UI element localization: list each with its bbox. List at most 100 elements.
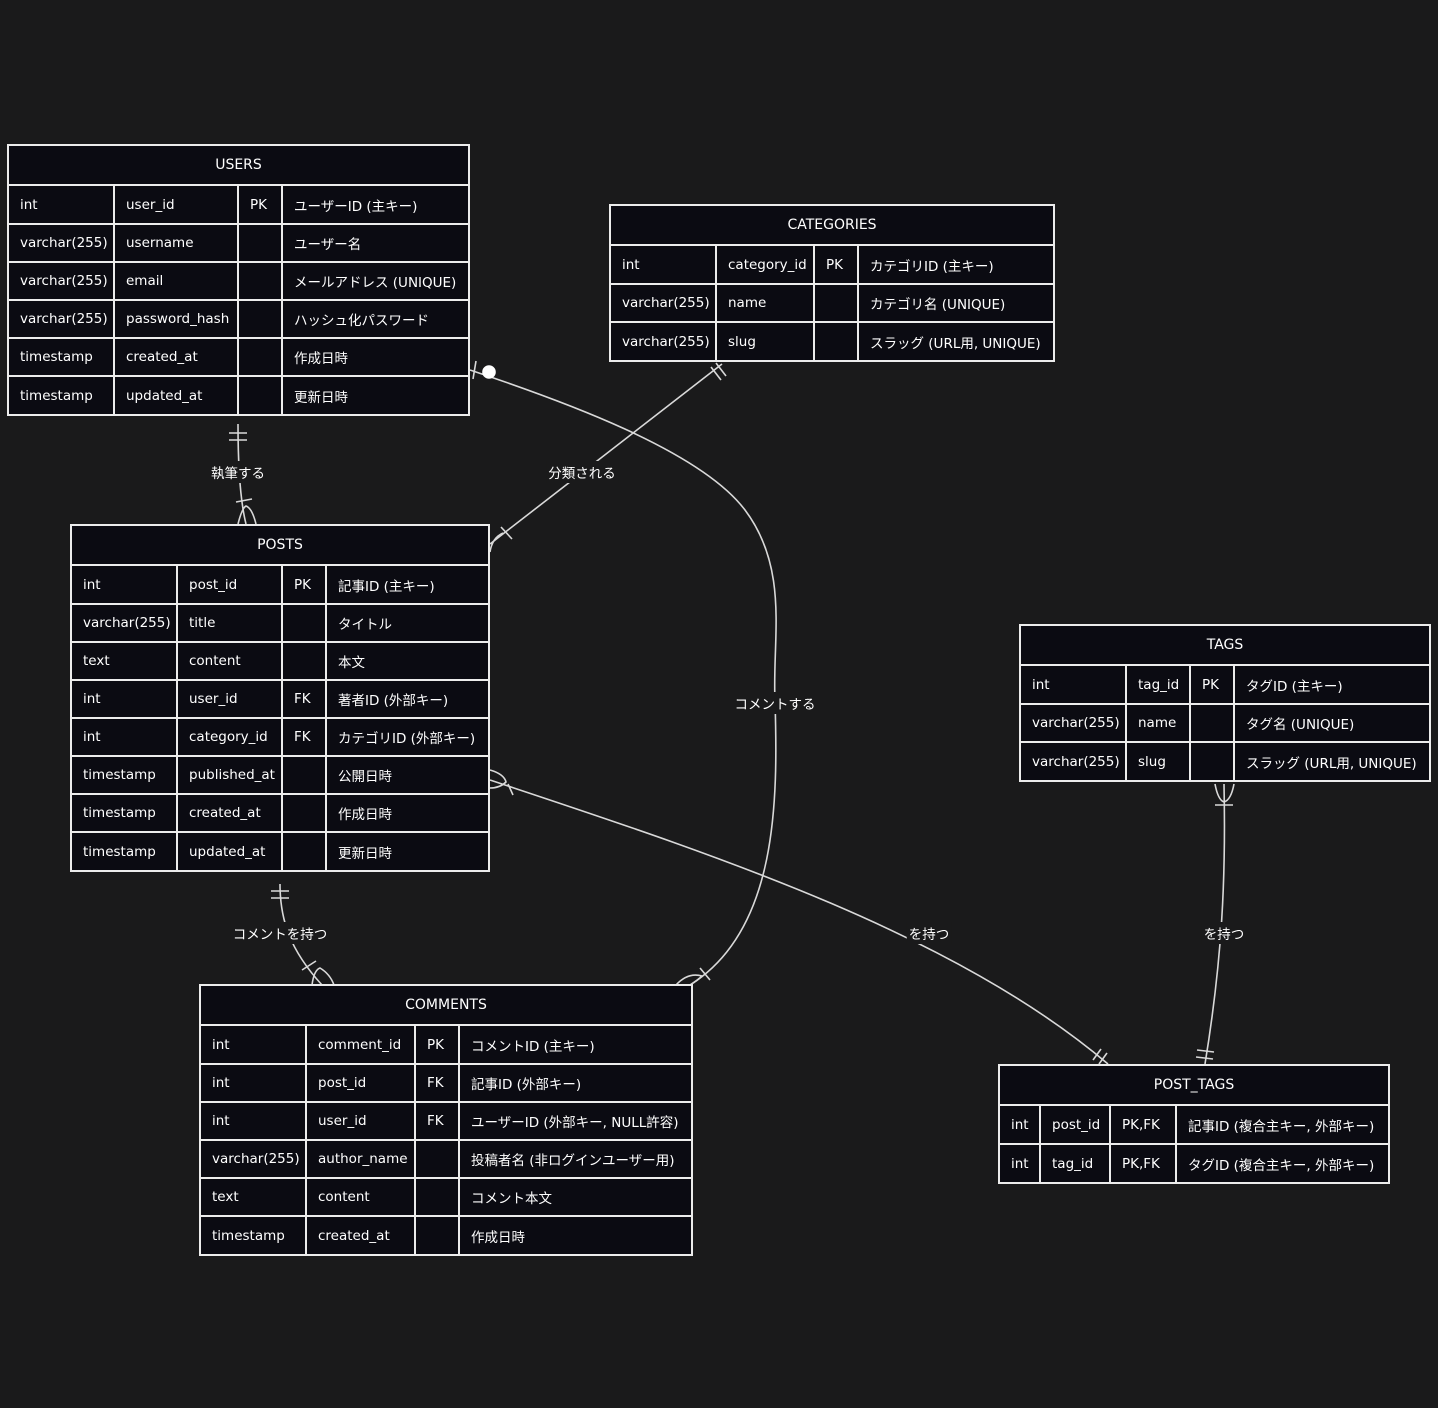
attr-type: int [1021, 666, 1127, 705]
attr-comment: コメントID (主キー) [459, 1026, 691, 1065]
attr-type: timestamp [72, 794, 178, 833]
attr-key [814, 284, 859, 323]
attr-type: int [201, 1102, 307, 1141]
attr-comment: タイトル [326, 604, 488, 643]
attr-name: user_id [177, 680, 283, 719]
attr-key [415, 1216, 460, 1254]
attr-comment: 更新日時 [338, 845, 392, 862]
attr-comment: 本文 [326, 642, 488, 681]
attr-comment: タグID (主キー) [1234, 666, 1429, 705]
attr-key [238, 338, 283, 377]
attr-name: published_at [177, 756, 283, 795]
attr-comment: ユーザーID (主キー) [282, 186, 468, 225]
entity-title: POST_TAGS [1000, 1066, 1388, 1106]
attr-type: varchar(255) [9, 262, 115, 301]
attr-type: varchar(255) [611, 284, 717, 323]
entity-title: USERS [9, 146, 468, 186]
attr-type: varchar(255) [9, 300, 115, 339]
attr-comment: タグ名 (UNIQUE) [1234, 704, 1429, 743]
attr-type: text [72, 642, 178, 681]
attr-key [1190, 704, 1235, 743]
attr-key: PK,FK [1110, 1106, 1177, 1145]
attr-comment: メールアドレス (UNIQUE) [282, 262, 468, 301]
attr-name: post_id [306, 1064, 416, 1103]
rel-label-posts-post-tags: を持つ [906, 922, 952, 944]
attr-type: varchar(255) [1021, 742, 1127, 780]
attr-key [282, 604, 327, 643]
entity-title: TAGS [1021, 626, 1429, 666]
attr-comment: ユーザーID (外部キー, NULL許容) [459, 1102, 691, 1141]
attr-name: password_hash [114, 300, 239, 339]
attr-type: int [1000, 1144, 1041, 1182]
attr-comment: カテゴリID (外部キー) [326, 718, 488, 757]
attr-key [238, 300, 283, 339]
attr-type: timestamp [9, 376, 115, 414]
attr-name: updated_at [177, 832, 283, 870]
attr-name: user_id [306, 1102, 416, 1141]
rel-label-categories-posts: 分類される [546, 461, 618, 483]
attr-comment: ユーザー名 [282, 224, 468, 263]
rel-label-posts-comments: コメントを持つ [230, 922, 330, 944]
attr-comment: 投稿者名 (非ログインユーザー用) [459, 1140, 691, 1179]
attr-name: slug [1126, 742, 1191, 780]
attr-key [814, 322, 859, 360]
attr-type: timestamp [201, 1216, 307, 1254]
attr-key [1190, 742, 1235, 780]
attr-type: varchar(255) [611, 322, 717, 360]
attr-key [282, 794, 327, 833]
attr-comment: カテゴリ名 (UNIQUE) [858, 284, 1053, 323]
attr-comment: カテゴリID (主キー) [858, 246, 1053, 285]
attr-type: int [201, 1026, 307, 1065]
attr-type: int [72, 718, 178, 757]
attr-name: title [177, 604, 283, 643]
attr-key: PK [282, 566, 327, 605]
attr-name: post_id [1040, 1106, 1111, 1145]
attr-comment: 記事ID (主キー) [326, 566, 488, 605]
attr-name: tag_id [1126, 666, 1191, 705]
rel-label-tags-post-tags: を持つ [1201, 922, 1247, 944]
attr-name: comment_id [306, 1026, 416, 1065]
attr-key: FK [415, 1064, 460, 1103]
attr-key: PK [1190, 666, 1235, 705]
attr-type: int [9, 186, 115, 225]
rel-label-users-posts: 執筆する [209, 461, 267, 483]
attr-name: updated_at [114, 376, 239, 414]
attr-key: PK [415, 1026, 460, 1065]
edge-categories-posts [489, 363, 723, 545]
attr-comment: 記事ID (複合主キー, 外部キー) [1176, 1106, 1388, 1145]
attr-comment: 作成日時 [326, 794, 488, 833]
attr-type: varchar(255) [1021, 704, 1127, 743]
attr-key [238, 376, 283, 414]
entity-title: CATEGORIES [611, 206, 1053, 246]
attr-name: user_id [114, 186, 239, 225]
attr-type: int [72, 680, 178, 719]
attr-key [415, 1140, 460, 1179]
attr-key [415, 1178, 460, 1217]
attr-type: varchar(255) [201, 1140, 307, 1179]
